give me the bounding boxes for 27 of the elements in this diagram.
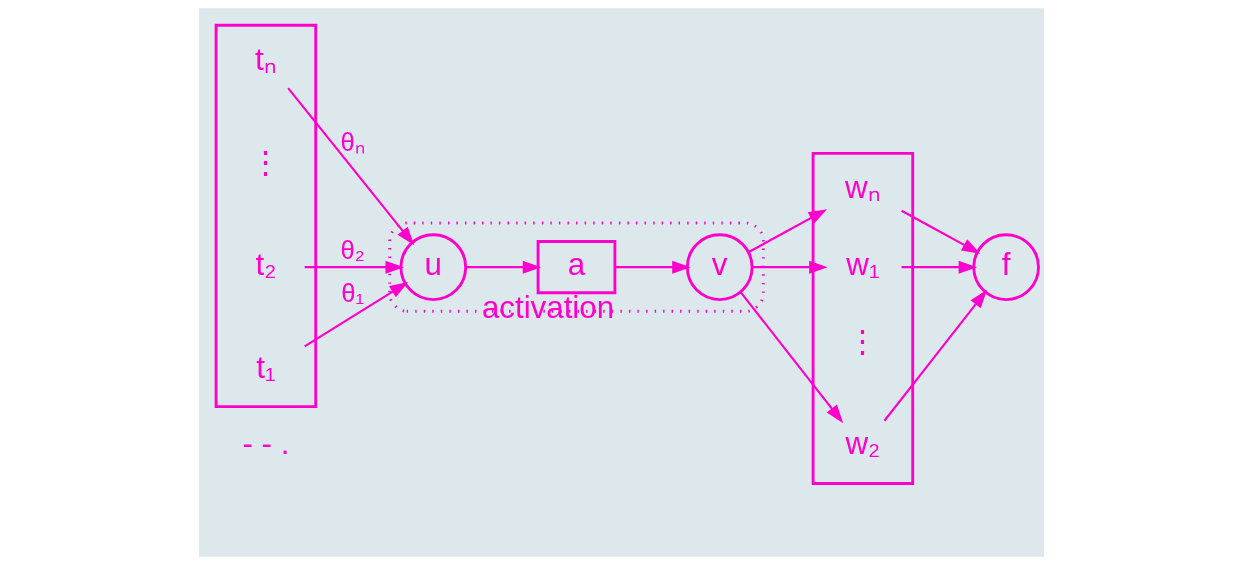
node-circle: f (972, 233, 1040, 301)
arrow (748, 209, 828, 253)
node-text: t₁ (256, 349, 276, 385)
arrow (304, 260, 404, 274)
node-text: tₙ (255, 42, 277, 78)
label: - - . (242, 426, 290, 462)
arrow (752, 260, 828, 274)
node-text: w₂ (845, 426, 881, 462)
node-text: t₂ (255, 247, 277, 283)
node-text: wₙ (845, 170, 881, 206)
node-text: ⋮ (847, 323, 879, 359)
node-text: w₁ (846, 247, 880, 283)
edge-label: θ₂ (340, 236, 365, 265)
arrow (901, 260, 978, 274)
node-circle: u (399, 233, 468, 301)
node-text: ⋮ (250, 144, 282, 180)
cluster (214, 23, 318, 409)
arrow (901, 209, 981, 254)
node-circle: v (685, 233, 754, 301)
edge-label: θₙ (340, 128, 365, 157)
arrow (287, 87, 415, 246)
edge-label: θ₁ (341, 278, 365, 307)
arrow (465, 260, 542, 274)
arrow (883, 289, 988, 422)
arrow (615, 260, 691, 274)
node-box: a (536, 240, 617, 295)
arrow (304, 281, 409, 348)
